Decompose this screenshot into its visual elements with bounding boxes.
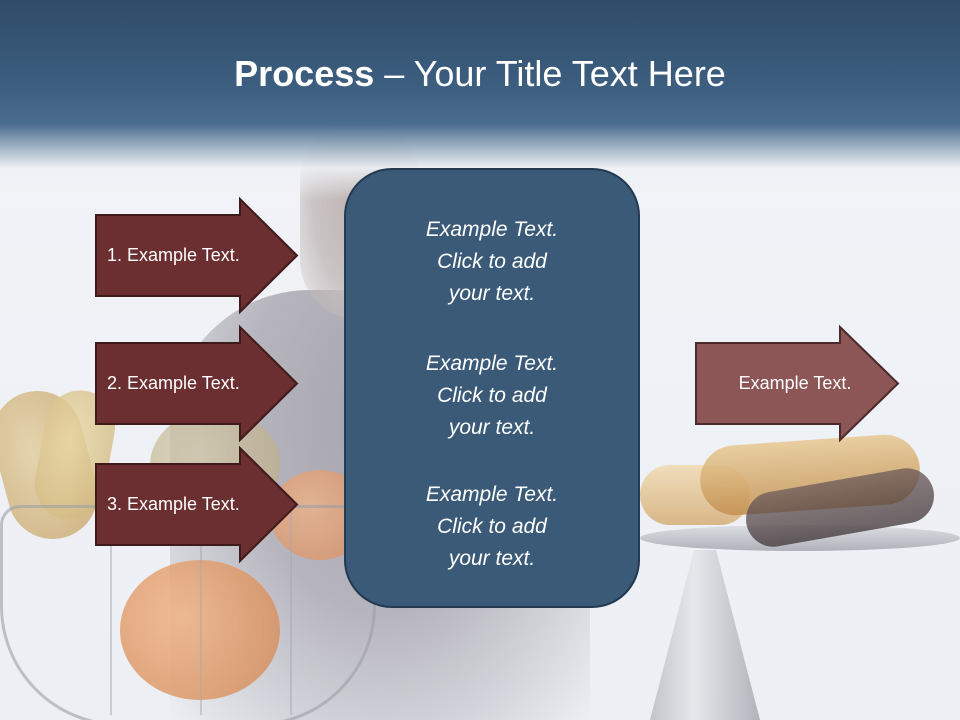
block-line: Example Text.	[425, 352, 559, 375]
background-basket-wire	[290, 505, 292, 715]
arrow-shape	[95, 445, 299, 564]
center-text-block-1[interactable]: Example Text. Click to add your text.	[346, 214, 638, 310]
arrow-shape	[695, 324, 900, 443]
background-cake-stand	[650, 550, 760, 720]
arrow-step-1-label: 1. Example Text.	[107, 245, 240, 265]
block-line: Click to add	[437, 515, 547, 538]
slide-title[interactable]: Process – Your Title Text Here	[0, 52, 960, 96]
block-line: Example Text.	[425, 218, 559, 241]
block-line: Click to add	[437, 384, 547, 407]
arrow-step-1[interactable]: 1. Example Text.	[95, 196, 299, 315]
arrow-result-label: Example Text.	[738, 373, 852, 393]
arrow-result[interactable]: Example Text.	[695, 324, 900, 443]
arrow-shape	[95, 324, 299, 443]
title-rest: – Your Title Text Here	[374, 53, 726, 94]
arrow-step-3-label: 3. Example Text.	[107, 494, 240, 514]
block-line: your text.	[448, 282, 536, 305]
block-line: Example Text.	[425, 483, 559, 506]
arrow-step-2[interactable]: 2. Example Text.	[95, 324, 299, 443]
title-bar: Process – Your Title Text Here	[0, 0, 960, 200]
center-text-block-3[interactable]: Example Text. Click to add your text.	[346, 479, 638, 575]
block-line: your text.	[448, 547, 536, 570]
center-text-box[interactable]: Example Text. Click to add your text. Ex…	[344, 168, 640, 608]
arrow-step-2-label: 2. Example Text.	[107, 373, 240, 393]
block-line: your text.	[448, 416, 536, 439]
background-basket-wire	[200, 505, 202, 715]
block-line: Click to add	[437, 250, 547, 273]
arrow-shape	[95, 196, 299, 315]
arrow-step-3[interactable]: 3. Example Text.	[95, 445, 299, 564]
title-bold: Process	[234, 53, 375, 94]
background-basket-wire	[110, 505, 112, 715]
center-text-block-2[interactable]: Example Text. Click to add your text.	[346, 348, 638, 444]
